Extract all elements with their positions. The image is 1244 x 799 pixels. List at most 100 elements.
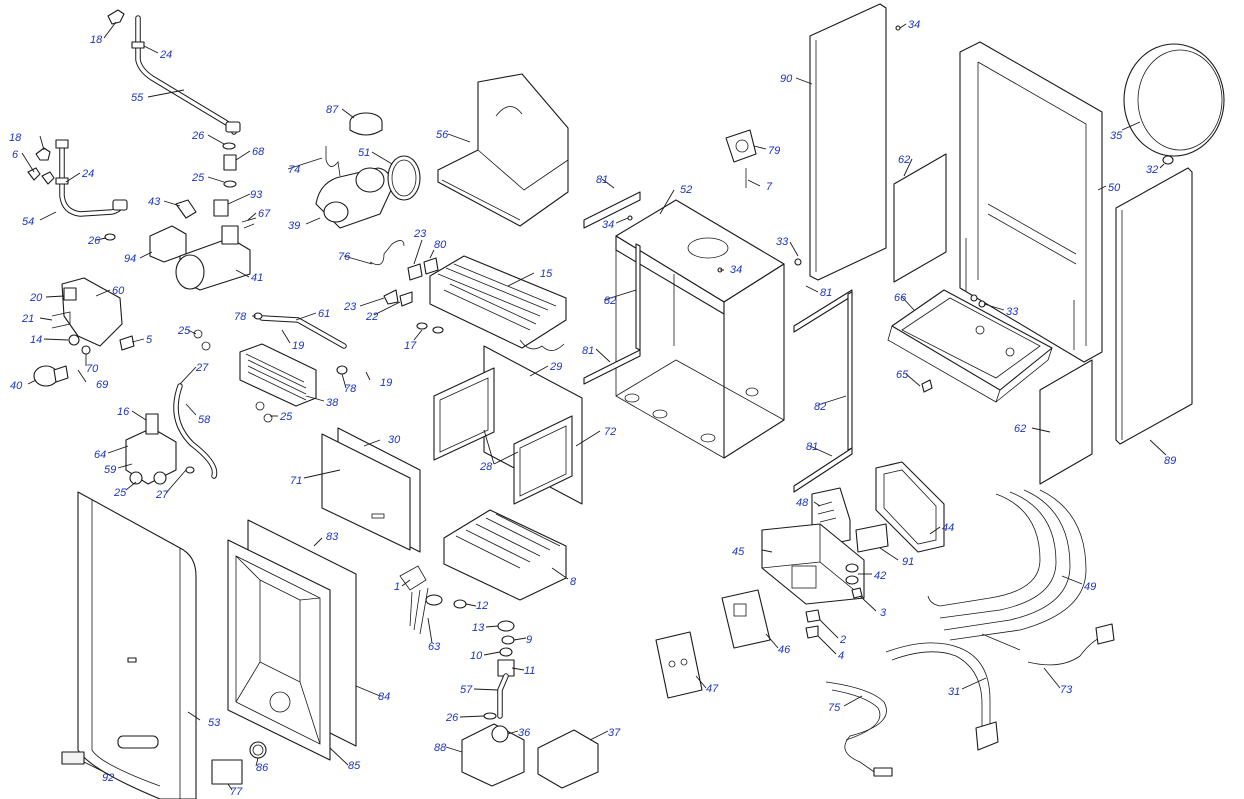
part-panel-85: [227, 539, 331, 761]
label-part-61: 61: [318, 308, 330, 320]
part-cable-73: [981, 623, 1115, 666]
label-part-26b: 26: [87, 235, 101, 247]
part-panel-47: [655, 631, 703, 699]
part-switch-79: [725, 129, 757, 188]
part-pipe-61: [253, 312, 347, 349]
label-part-62b: 62: [1014, 423, 1026, 435]
label-part-89: 89: [1164, 455, 1176, 467]
label-part-81d: 81: [806, 441, 818, 453]
label-part-94: 94: [124, 253, 136, 265]
label-part-75: 75: [828, 702, 841, 714]
part-plate-exchanger-38: [239, 343, 348, 407]
label-part-37: 37: [608, 727, 621, 739]
part-casing-52: [615, 199, 785, 459]
label-part-30: 30: [388, 434, 401, 446]
label-part-21: 21: [21, 313, 34, 325]
label-part-48: 48: [796, 497, 809, 509]
label-part-4: 4: [838, 650, 844, 662]
part-insulation-62-bottom: [1039, 359, 1093, 485]
label-part-63: 63: [428, 641, 441, 653]
label-part-35: 35: [1110, 130, 1123, 142]
part-cable-74: [325, 146, 341, 177]
label-part-33b: 33: [1006, 306, 1019, 318]
label-part-25b: 25: [177, 325, 191, 337]
label-part-67: 67: [258, 208, 271, 220]
part-base-tray-66: [887, 289, 1053, 403]
part-pipe-54: [55, 139, 128, 217]
label-part-15: 15: [540, 268, 553, 280]
part-expansion-vessel-35: [1123, 43, 1225, 165]
part-gasket-86: [249, 741, 267, 759]
label-part-81c: 81: [820, 287, 832, 299]
label-part-59: 59: [104, 464, 116, 476]
label-part-81: 81: [596, 174, 608, 186]
part-number-labels: 18 24 55 26 68 25 93 67 43 94 41 26 18 6…: [9, 19, 1176, 798]
part-gas-fittings: [483, 620, 515, 720]
part-panel-46: [721, 589, 771, 649]
label-part-83: 83: [326, 531, 339, 543]
label-part-23b: 23: [343, 301, 357, 313]
label-part-91: 91: [902, 556, 914, 568]
label-part-49: 49: [1084, 581, 1096, 593]
part-side-panel-90: [809, 3, 887, 281]
part-gasket-51: [387, 155, 421, 201]
label-part-60: 60: [112, 285, 125, 297]
part-bracket-43: [175, 199, 257, 229]
label-part-13: 13: [472, 622, 485, 634]
label-part-87: 87: [326, 104, 339, 116]
label-part-80: 80: [434, 239, 447, 251]
leader-lines: [21, 21, 1167, 791]
label-part-18: 18: [90, 34, 103, 46]
label-part-3: 3: [880, 607, 887, 619]
label-part-20: 20: [29, 292, 43, 304]
part-connector-91: [855, 523, 889, 553]
part-ignition-box-37: [537, 729, 599, 789]
label-part-51: 51: [358, 147, 370, 159]
label-part-29: 29: [549, 361, 562, 373]
part-panels-28: [433, 367, 573, 505]
label-part-40: 40: [10, 380, 23, 392]
label-part-16: 16: [117, 406, 130, 418]
part-flex-pipe-58: [173, 383, 218, 479]
label-part-14: 14: [30, 334, 42, 346]
part-clip-18-left: [27, 147, 55, 185]
label-part-43: 43: [148, 196, 161, 208]
label-part-92: 92: [102, 772, 114, 784]
part-valve-block-64: [125, 413, 195, 485]
label-part-22: 22: [365, 311, 378, 323]
part-clip-18-top: [107, 9, 125, 25]
part-cap-87: [349, 112, 383, 136]
part-cables-49: [927, 489, 1087, 641]
label-part-72: 72: [604, 426, 616, 438]
part-pipe-55: [131, 15, 241, 135]
label-part-45: 45: [732, 546, 745, 558]
label-part-26: 26: [191, 130, 205, 142]
part-badge-92: [61, 751, 85, 765]
label-part-25d: 25: [113, 487, 127, 499]
label-part-66: 66: [894, 292, 907, 304]
label-part-24: 24: [159, 49, 172, 61]
label-part-25c: 25: [279, 411, 293, 423]
label-part-12: 12: [476, 600, 488, 612]
label-part-10: 10: [470, 650, 483, 662]
label-part-23: 23: [413, 228, 427, 240]
part-tap-40: [33, 365, 69, 387]
part-nut-12: [453, 599, 467, 609]
label-part-5: 5: [146, 334, 153, 346]
part-frame-50: [959, 41, 1103, 363]
label-part-70: 70: [86, 363, 99, 375]
label-part-27b: 27: [155, 489, 169, 501]
part-fan-39: [315, 167, 393, 229]
label-part-69: 69: [96, 379, 108, 391]
label-part-64: 64: [94, 449, 106, 461]
label-part-46: 46: [778, 644, 791, 656]
part-small-bits: [627, 25, 986, 393]
part-hood-56: [437, 73, 569, 227]
label-part-34: 34: [602, 219, 614, 231]
part-control-box-45: [761, 523, 865, 605]
label-part-25: 25: [191, 172, 205, 184]
part-burner-8: [443, 509, 567, 601]
label-part-86: 86: [256, 762, 269, 774]
part-fittings-68-93: [104, 142, 237, 241]
label-part-82: 82: [604, 295, 616, 307]
